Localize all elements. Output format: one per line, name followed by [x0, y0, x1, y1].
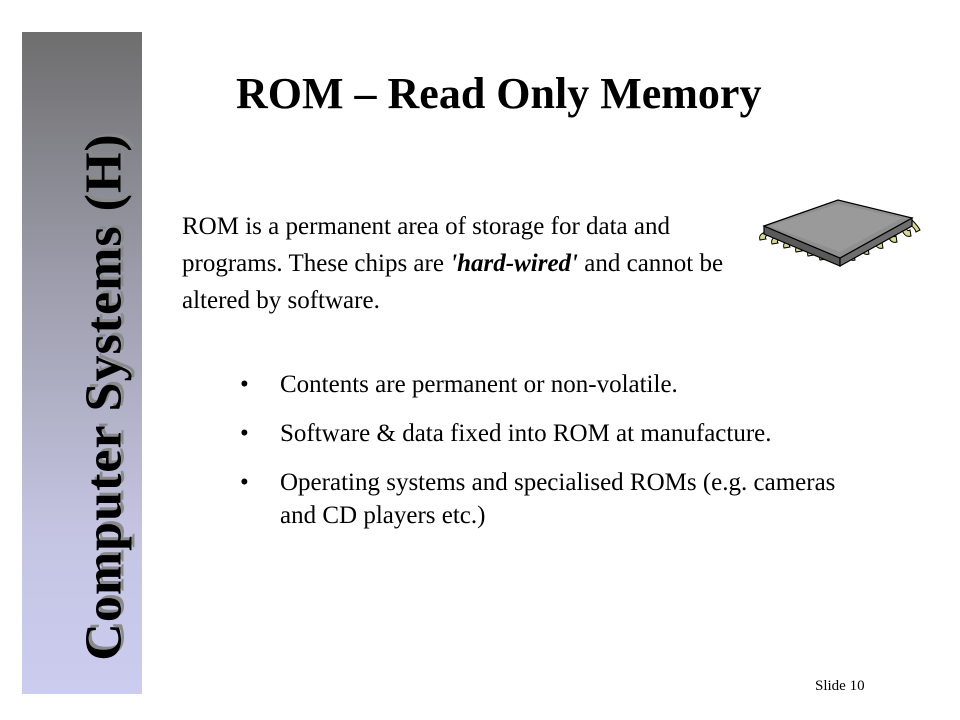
slide-number: Slide 10	[815, 678, 865, 694]
bullet-symbol: •	[240, 469, 249, 496]
intro-text-start: ROM is a permanent area of storage for d…	[182, 213, 671, 277]
bullet-list: • Contents are permanent or non-volatile.…	[240, 368, 850, 548]
list-item: • Software & data fixed into ROM at manuf…	[240, 417, 850, 450]
bullet-text: Software & data fixed into ROM at manufa…	[280, 420, 772, 447]
bullet-symbol: •	[240, 371, 249, 398]
intro-paragraph: ROM is a permanent area of storage for d…	[182, 208, 742, 319]
intro-emphasis: 'hard-wired'	[450, 250, 578, 277]
bullet-text: Operating systems and specialised ROMs (…	[280, 469, 836, 529]
sidebar-title: Computer Systems (H)	[75, 133, 133, 661]
intro-text-end: and cannot be altered by software.	[182, 250, 724, 314]
sidebar-band: Computer Systems (H)	[22, 32, 142, 694]
list-item: • Contents are permanent or non-volatile.	[240, 368, 850, 401]
slide-title: ROM – Read Only Memory	[236, 69, 762, 118]
bullet-symbol: •	[240, 420, 249, 447]
list-item: • Operating systems and specialised ROMs …	[240, 466, 850, 532]
bullet-text: Contents are permanent or non-volatile.	[280, 371, 678, 398]
memory-chip-icon	[759, 199, 921, 268]
